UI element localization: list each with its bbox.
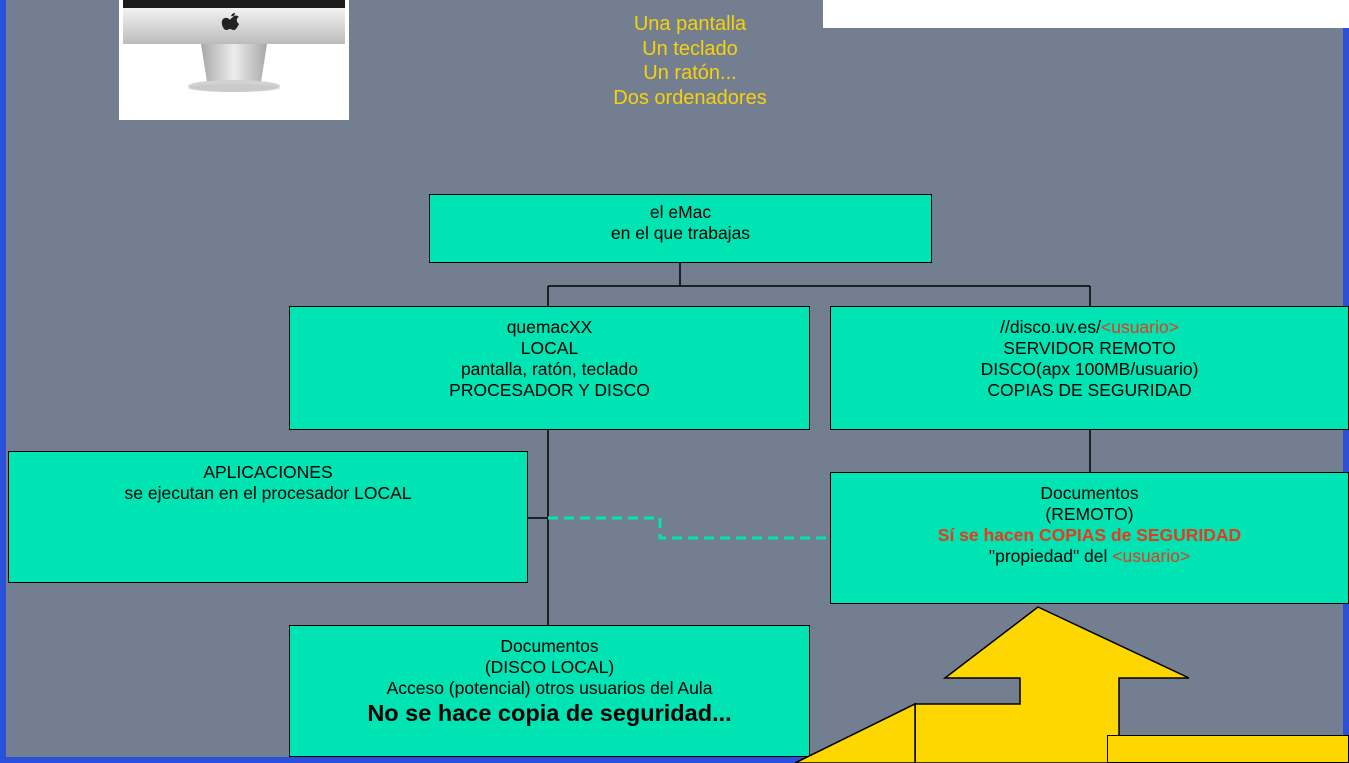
emac-title: el eMac: [649, 202, 712, 222]
remote-docs-ownership-prefix: "propiedad" del: [988, 546, 1113, 566]
remote-docs-ownership-user: <usuario>: [1112, 546, 1191, 566]
remote-server-box: //disco.uv.es/<usuario> SERVIDOR REMOTO …: [830, 306, 1349, 430]
applications-box: APLICACIONES se ejecutan en el procesado…: [8, 451, 528, 583]
remote-disk-quota: DISCO(apx 100MB/usuario): [980, 359, 1199, 379]
remote-docs-title: Documentos: [1040, 483, 1139, 503]
applications-description: se ejecutan en el procesador LOCAL: [124, 483, 412, 503]
local-docs-title: Documentos: [500, 636, 599, 656]
local-documents-box: Documentos (DISCO LOCAL) Acceso (potenci…: [289, 625, 810, 757]
emac-box: el eMac en el que trabajas: [429, 194, 932, 263]
local-peripherals: pantalla, ratón, teclado: [460, 359, 639, 379]
local-docs-location: (DISCO LOCAL): [484, 657, 615, 677]
intro-line-4: Dos ordenadores: [613, 86, 767, 109]
yellow-block: [1107, 735, 1349, 763]
local-label: LOCAL: [520, 338, 579, 358]
intro-line-3: Un ratón...: [643, 62, 737, 84]
local-host-name: quemacXX: [506, 317, 593, 337]
remote-label: SERVIDOR REMOTO: [1003, 338, 1176, 358]
local-machine-box: quemacXX LOCAL pantalla, ratón, teclado …: [289, 306, 810, 430]
remote-path-user: <usuario>: [1101, 317, 1179, 337]
emac-subtitle: en el que trabajas: [610, 223, 751, 243]
imac-computer-icon: [119, 0, 349, 120]
remote-path: //disco.uv.es/<usuario>: [831, 317, 1348, 338]
intro-line-2: Un teclado: [642, 37, 738, 60]
remote-path-prefix: //disco.uv.es/: [1000, 317, 1101, 337]
remote-docs-ownership: "propiedad" del <usuario>: [831, 546, 1348, 567]
intro-text: Una pantalla Un teclado Un ratón... Dos …: [540, 12, 840, 110]
local-cpu-disk: PROCESADOR Y DISCO: [449, 380, 650, 400]
applications-title: APLICACIONES: [203, 462, 333, 482]
local-docs-access: Acceso (potencial) otros usuarios del Au…: [386, 678, 713, 698]
dashed-link-apps-to-remote-docs: [548, 516, 830, 540]
white-panel: [823, 0, 1349, 28]
local-docs-no-backup: No se hace copia de seguridad...: [367, 700, 732, 726]
remote-docs-location: (REMOTO): [1045, 504, 1134, 524]
remote-docs-backup-note: Sí se hacen COPIAS de SEGURIDAD: [937, 525, 1242, 545]
remote-documents-box: Documentos (REMOTO) Sí se hacen COPIAS d…: [830, 472, 1349, 604]
intro-line-1: Una pantalla: [633, 13, 747, 35]
remote-backups: COPIAS DE SEGURIDAD: [987, 380, 1192, 400]
upward-arrow-lower-spur: [794, 702, 916, 763]
